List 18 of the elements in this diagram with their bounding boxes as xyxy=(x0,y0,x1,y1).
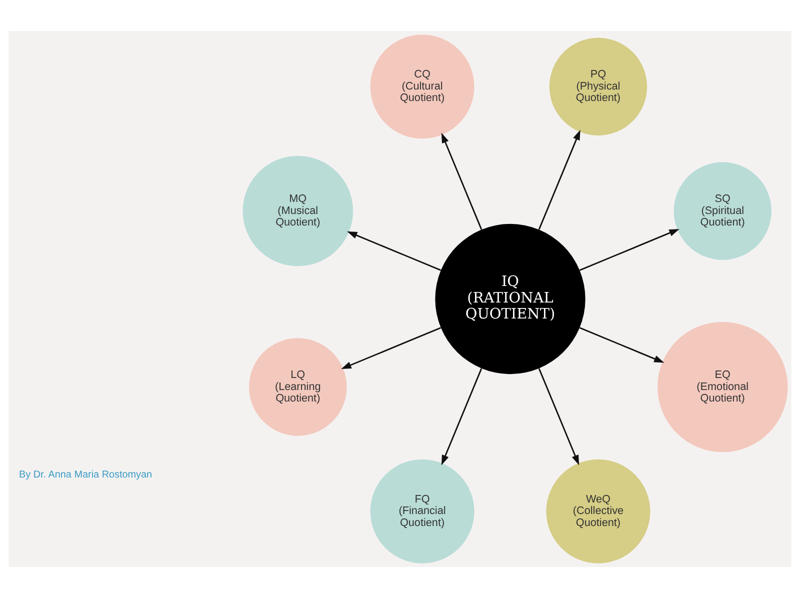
node-circle: MQ (Musical Quotient) xyxy=(242,156,354,266)
arrow xyxy=(347,231,441,271)
arrow xyxy=(580,327,664,363)
node-circle: FQ (Financial Quotient) xyxy=(370,459,474,564)
node-circle: CQ (Cultural Quotient) xyxy=(370,34,474,139)
node-circle: WeQ (Collective Quotient) xyxy=(546,459,650,564)
arrow xyxy=(441,132,482,230)
node-circle: IQ (RATIONAL QUOTIENT) xyxy=(435,224,586,374)
arrow xyxy=(538,130,580,230)
arrow xyxy=(538,368,580,466)
label: By Dr. Anna Maria Rostomyan xyxy=(18,469,152,480)
node-circle: PQ (Physical Quotient) xyxy=(549,38,648,136)
arrow xyxy=(341,327,441,370)
node-circle: EQ (Emotional Quotient) xyxy=(657,322,788,452)
node-circle: SQ (Spiritual Quotient) xyxy=(674,162,772,260)
node-circle: LQ (Learning Quotient) xyxy=(249,338,347,436)
arrow xyxy=(580,228,680,271)
arrow xyxy=(441,368,482,466)
